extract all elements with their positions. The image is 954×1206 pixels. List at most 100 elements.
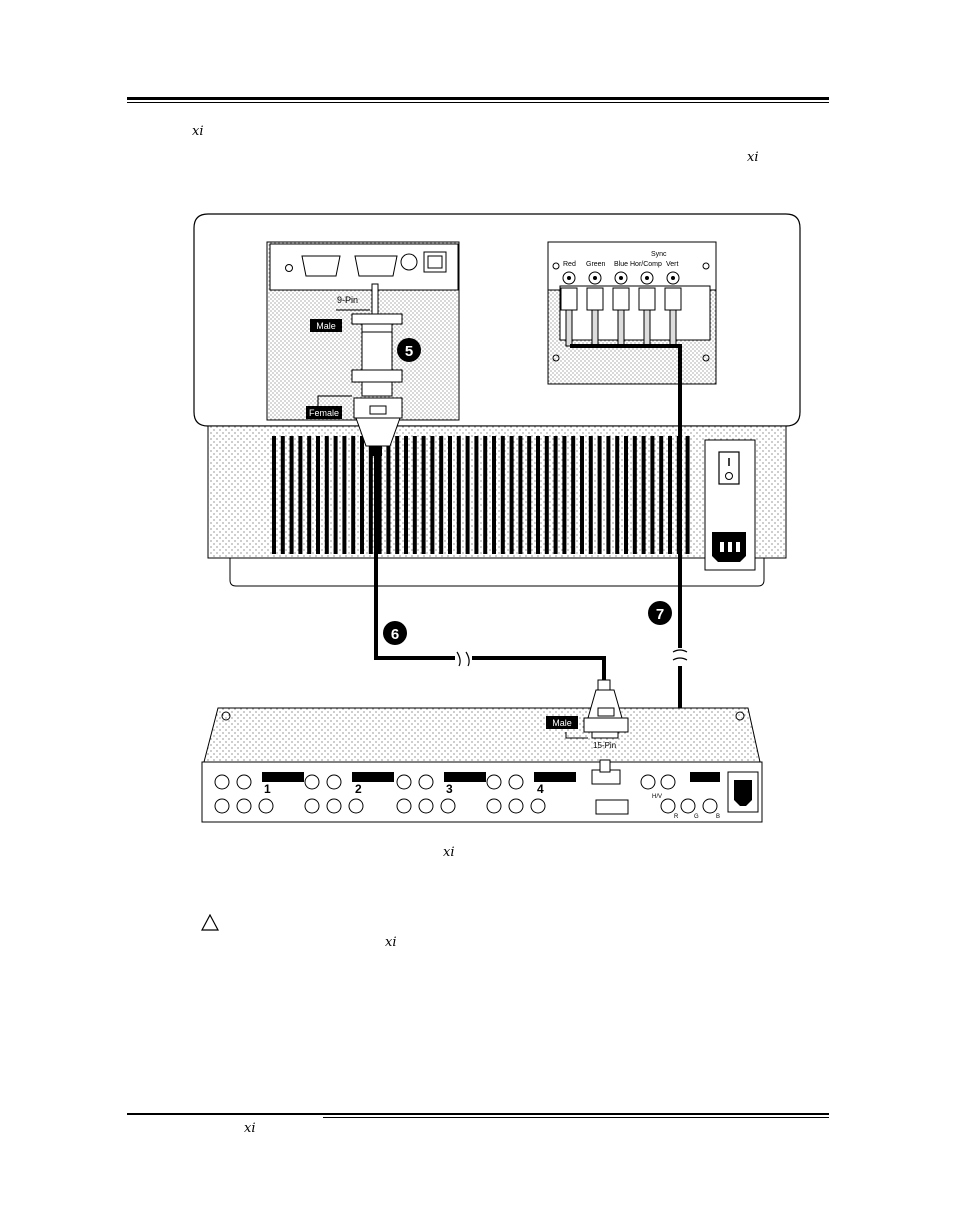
vent-slot	[615, 436, 620, 554]
bnc-port	[508, 774, 524, 790]
vent-slot	[465, 436, 470, 554]
svg-text:Female: Female	[309, 408, 339, 418]
vent-slot	[351, 436, 356, 554]
vent-slot	[668, 436, 672, 554]
vent-slot	[342, 436, 347, 554]
label-hor-comp: Hor/Comp	[630, 261, 662, 268]
vent-slot	[685, 436, 690, 554]
bnc-pin	[671, 276, 675, 280]
bnc-cable	[643, 309, 651, 347]
vent-slot	[298, 436, 303, 554]
label-b: B	[716, 814, 720, 820]
product-mark-top-right: xi	[747, 150, 759, 165]
terminal-block	[262, 772, 304, 782]
vent-slot	[650, 436, 655, 554]
label-green: Green	[586, 261, 606, 268]
vent-slot	[474, 436, 479, 554]
vent-slot	[588, 436, 593, 554]
label-female: Female	[306, 395, 352, 419]
bnc-pin	[567, 276, 571, 280]
label-male-bottom: Male	[546, 716, 588, 739]
vent-slot	[518, 436, 523, 554]
callout-7: 7	[648, 601, 672, 625]
power-inlet-icon	[712, 532, 746, 562]
panel-screws	[552, 262, 710, 362]
label-hv: H/V	[652, 794, 662, 800]
product-mark-top-left: xi	[192, 124, 204, 139]
bnc-port	[396, 774, 412, 790]
rgb-out-port	[702, 798, 718, 814]
vent-slot	[527, 436, 532, 554]
power-switch-icon	[718, 451, 740, 485]
vent-slot	[404, 436, 408, 554]
bnc-plug	[560, 287, 578, 311]
bnc-cable	[669, 309, 677, 347]
vent-grille	[272, 436, 690, 554]
label-sync: Sync	[651, 251, 667, 258]
bnc-pin	[645, 276, 649, 280]
label-15-pin: 15-Pin	[593, 741, 616, 750]
bnc-port	[214, 774, 230, 790]
header-rule	[127, 97, 829, 100]
bnc-pin	[619, 276, 623, 280]
vent-slot	[448, 436, 452, 554]
callout-5: 5	[397, 338, 421, 362]
rgb-panel-labels: Red Green Blue Hor/Comp Vert Sync	[563, 251, 679, 268]
input-2-label: 2	[355, 782, 362, 796]
vent-slot	[307, 436, 312, 554]
switcher-ports	[214, 772, 720, 814]
bnc-port	[508, 798, 524, 814]
input-1-label: 1	[264, 782, 271, 796]
bnc-plug	[638, 287, 656, 311]
bnc-port	[214, 798, 230, 814]
vent-slot	[492, 436, 496, 554]
svg-text:Male: Male	[552, 718, 572, 728]
vent-slot	[272, 436, 276, 554]
vent-slot	[421, 436, 426, 554]
vent-slot	[641, 436, 646, 554]
bnc-port	[258, 798, 274, 814]
bnc-port	[486, 798, 502, 814]
product-mark-warning: xi	[385, 935, 397, 950]
bnc-port	[486, 774, 502, 790]
bnc-port	[236, 798, 252, 814]
bnc-port	[530, 798, 546, 814]
rgb-out-port	[640, 774, 656, 790]
vent-slot	[606, 436, 611, 554]
svg-text:Male: Male	[316, 321, 336, 331]
rgb-out-port	[680, 798, 696, 814]
vent-slot	[544, 436, 549, 554]
vent-slot	[324, 436, 329, 554]
label-r: R	[674, 814, 679, 820]
label-vert: Vert	[666, 261, 679, 268]
vent-slot	[316, 436, 320, 554]
vent-slot	[483, 436, 488, 554]
vent-slot	[386, 436, 391, 554]
vent-slot	[571, 436, 576, 554]
label-9-pin: 9-Pin	[336, 295, 370, 311]
label-blue: Blue	[614, 261, 628, 268]
label-red: Red	[563, 261, 576, 268]
footer-rule	[127, 1113, 829, 1115]
projector: Red Green Blue Hor/Comp Vert Sync	[193, 213, 801, 587]
footer-rule-thin	[323, 1117, 829, 1118]
bnc-cable	[565, 309, 573, 347]
vent-slot	[280, 436, 285, 554]
rgb-bnc-connectors	[560, 271, 682, 347]
bnc-port	[418, 774, 434, 790]
vent-slot	[597, 436, 602, 554]
bnc-port	[396, 798, 412, 814]
bnc-port	[304, 798, 320, 814]
bnc-pin	[593, 276, 597, 280]
vent-slot	[368, 436, 373, 554]
bnc-cable	[591, 309, 599, 347]
vent-slot	[412, 436, 417, 554]
vent-slot	[536, 436, 540, 554]
bnc-port	[236, 774, 252, 790]
rgb-out-port	[660, 774, 676, 790]
vent-slot	[395, 436, 400, 554]
rgb-output-labels: H/V R G B	[652, 794, 720, 820]
vent-slot	[377, 436, 382, 554]
header-rule-thin	[127, 102, 829, 103]
vent-slot	[439, 436, 444, 554]
